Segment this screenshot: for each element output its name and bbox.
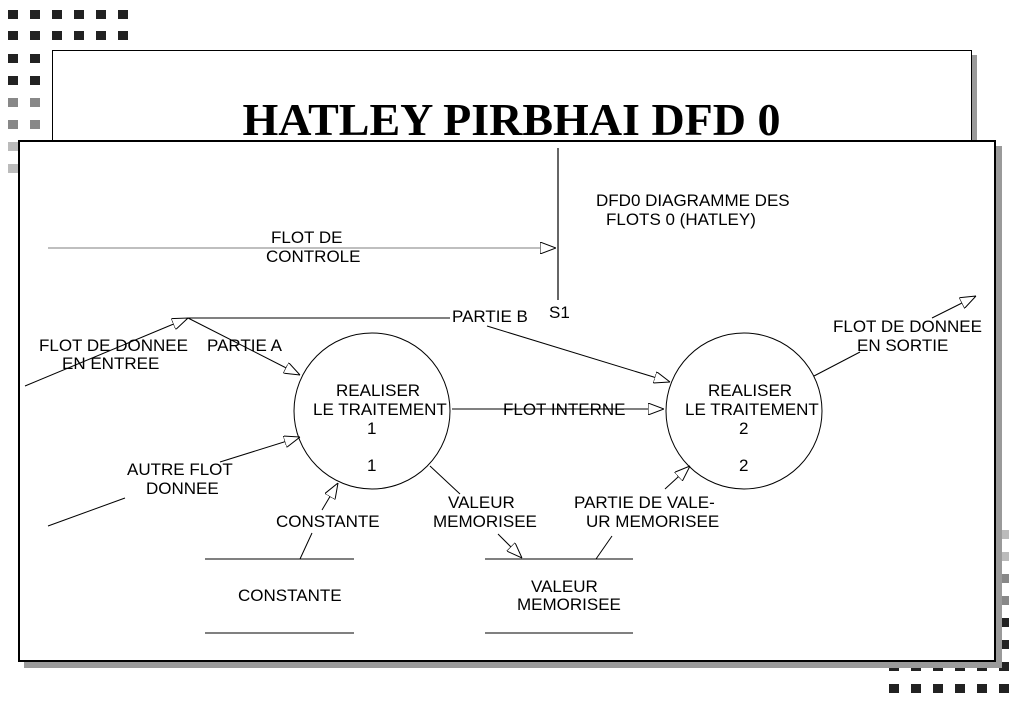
caption-line-1: DFD0 DIAGRAMME DES (596, 191, 790, 210)
part-a-line (187, 317, 300, 375)
input-flow-label-1: FLOT DE DONNEE (39, 336, 188, 355)
input-flow-label-2: EN ENTREE (62, 354, 159, 373)
partial-stored-flow-line-upper (664, 466, 690, 490)
other-flow-line-lower (47, 497, 126, 527)
control-flow-label-2: CONTROLE (266, 247, 360, 266)
stored-value-flow-label-1: VALEUR (448, 493, 515, 512)
diagram-caption: DFD0 DIAGRAMME DES FLOTS 0 (HATLEY) (596, 191, 790, 229)
output-flow-line-upper (931, 296, 976, 319)
page-title: HATLEY PIRBHAI DFD 0 (242, 94, 781, 145)
process-2-line-1: REALISER (708, 381, 792, 400)
other-flow-label-1: AUTRE FLOT (127, 460, 233, 479)
process-2: REALISER LE TRAITEMENT 2 2 (685, 381, 819, 475)
constant-flow-line-lower (299, 532, 313, 560)
constant-flow-line-upper (321, 483, 338, 511)
value-store-label-2: MEMORISEE (517, 595, 621, 614)
internal-flow-label: FLOT INTERNE (503, 400, 625, 419)
bar-label: S1 (549, 303, 570, 322)
process-2-number: 2 (739, 456, 748, 475)
stored-value-flow-label-2: MEMORISEE (433, 512, 537, 531)
process-2-line-2: LE TRAITEMENT (685, 400, 819, 419)
process-1: REALISER LE TRAITEMENT 1 1 (313, 381, 447, 475)
partial-stored-flow-label-2: UR MEMORISEE (586, 512, 719, 531)
value-store-label-1: VALEUR (531, 577, 598, 596)
stored-value-flow-line-lower (497, 533, 522, 558)
diagram-frame (18, 140, 996, 662)
process-1-number: 1 (367, 456, 376, 475)
caption-line-2: FLOTS 0 (HATLEY) (606, 210, 756, 229)
stored-value-flow-line-upper (429, 465, 461, 495)
other-flow-line-upper (219, 437, 300, 463)
other-flow-label-2: DONNEE (146, 479, 219, 498)
constant-store-label: CONSTANTE (238, 586, 342, 605)
part-b-label: PARTIE B (452, 307, 528, 326)
process-1-line-3: 1 (367, 419, 376, 438)
control-flow-label-1: FLOT DE (271, 228, 342, 247)
output-flow-line-lower (813, 351, 861, 377)
partial-stored-flow-line-lower (595, 535, 613, 560)
partial-stored-flow-label-1: PARTIE DE VALE- (574, 493, 715, 512)
process-1-line-2: LE TRAITEMENT (313, 400, 447, 419)
process-1-circle (293, 332, 451, 490)
corner-decoration-bottom-right (889, 530, 1009, 693)
process-1-line-1: REALISER (336, 381, 420, 400)
process-2-circle (665, 332, 823, 490)
part-b-line (486, 325, 670, 382)
corner-decoration-top-left (8, 10, 128, 173)
process-2-line-3: 2 (739, 419, 748, 438)
input-flow-line (24, 318, 188, 387)
part-a-label: PARTIE A (207, 336, 283, 355)
output-flow-label-1: FLOT DE DONNEE (833, 317, 982, 336)
output-flow-label-2: EN SORTIE (857, 336, 948, 355)
constant-flow-label: CONSTANTE (276, 512, 380, 531)
